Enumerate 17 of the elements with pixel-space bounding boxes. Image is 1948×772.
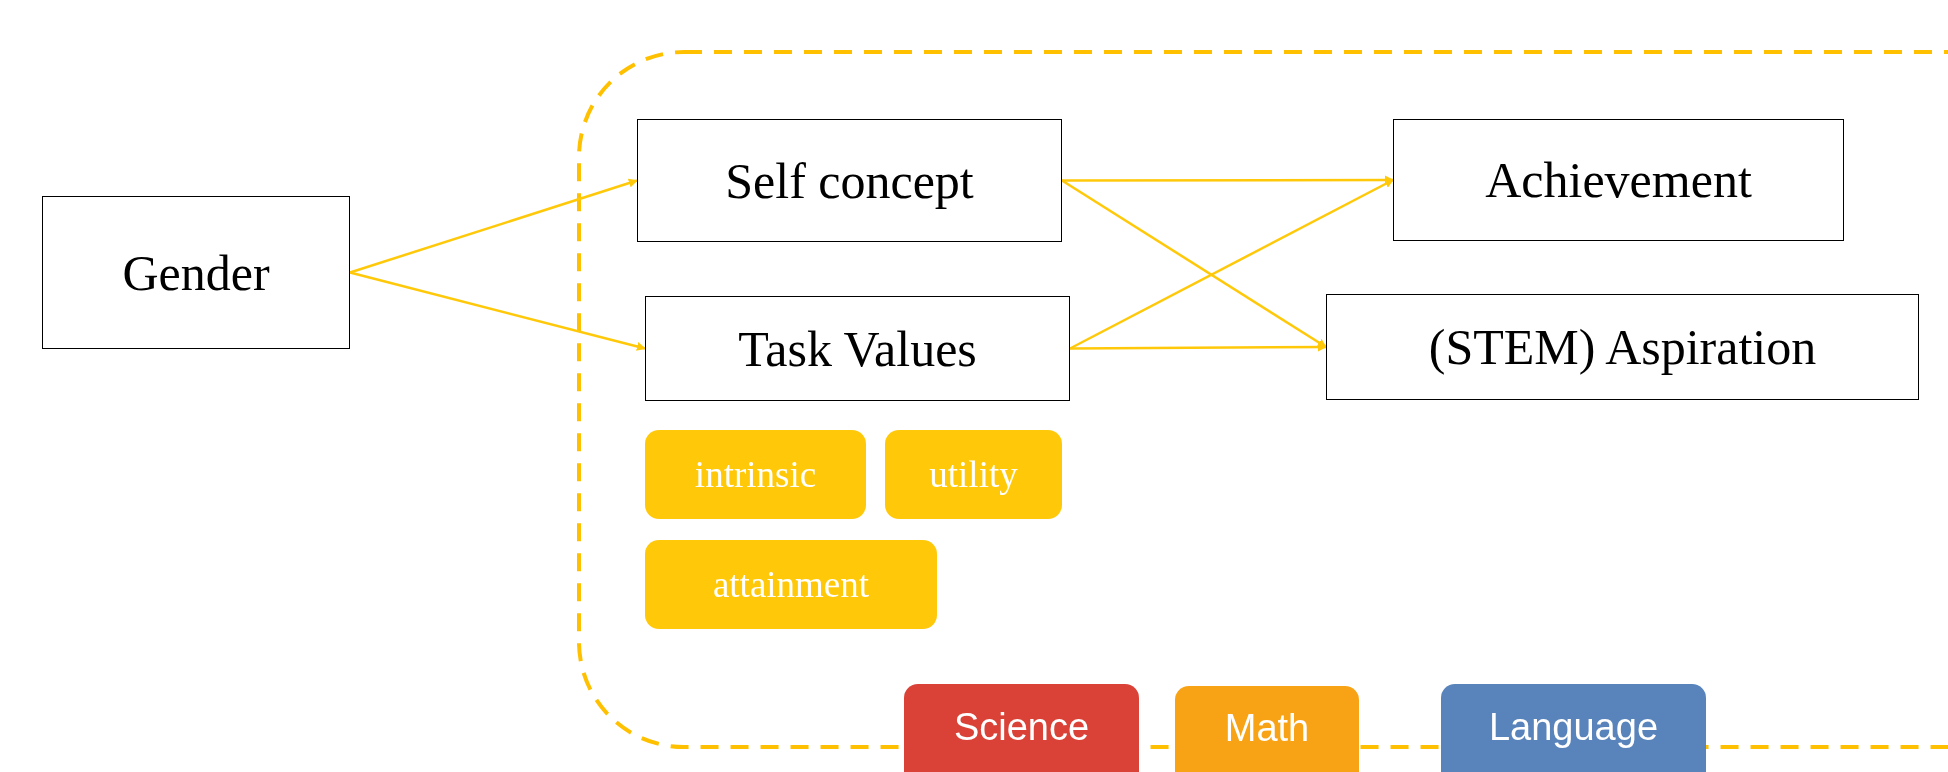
value-tag: utility [885,430,1062,519]
arrow [1070,342,1327,352]
value-tag: attainment [645,540,937,629]
arrow [349,178,638,274]
subject-tab: Science [904,684,1139,772]
concept-box: Self concept [637,119,1062,242]
arrow [1062,175,1394,185]
subject-tab: Math [1175,686,1359,772]
concept-box: (STEM) Aspiration [1326,294,1919,400]
value-tag: intrinsic [645,430,866,519]
concept-box: Achievement [1393,119,1844,241]
arrow [1061,179,1327,349]
concept-box: Gender [42,196,350,349]
arrow [349,271,646,351]
concept-box: Task Values [645,296,1070,401]
arrow [1069,178,1394,350]
subject-tab: Language [1441,684,1706,772]
